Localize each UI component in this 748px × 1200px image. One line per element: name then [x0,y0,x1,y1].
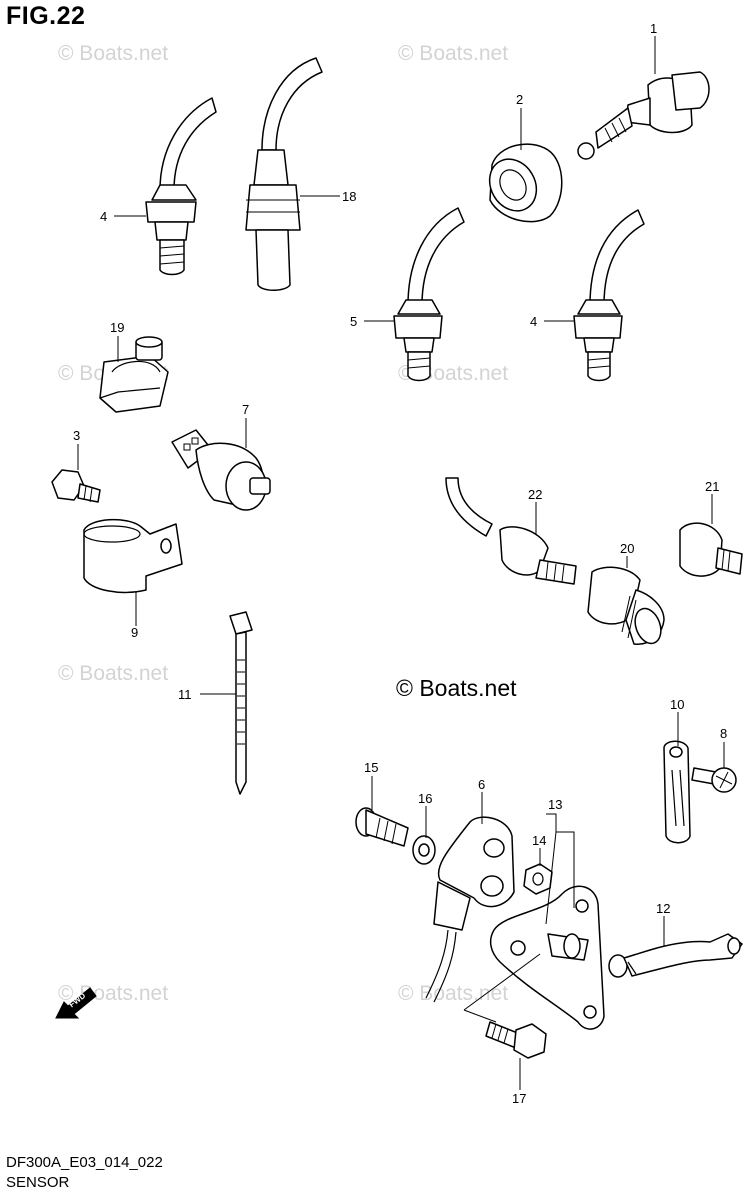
part-9-clamp [83,518,183,594]
part-19-clip [99,336,169,413]
part-10-stay [663,740,691,844]
watermark: © Boats.net [58,42,168,65]
part-5-temp-sensor [393,207,465,382]
callout-label: 1 [650,21,657,36]
part-4-temp-sensor [145,97,217,276]
callout-labels: 1 2 3 4 4 5 6 7 8 9 10 11 12 13 14 15 16… [73,21,727,1106]
part-15-bolt [355,807,409,847]
part-14-nut [523,863,553,895]
callout-label: 15 [364,760,378,775]
callout-label: 12 [656,901,670,916]
part-1-sensor [577,71,710,160]
part-22-sensor [445,477,577,585]
part-3-bolt [51,469,101,503]
part-18-sensor [245,57,323,291]
part-20-plug [587,566,665,645]
leader-lines [77,36,725,1090]
part-2-grommet [488,143,563,223]
callout-label: 9 [131,625,138,640]
callout-label: 21 [705,479,719,494]
callout-label: 4 [530,314,537,329]
callout-label: 4 [100,209,107,224]
part-17-bolt [485,1021,547,1059]
part-16-washer [412,835,436,865]
part-7-pressure-switch [171,429,271,511]
section-name: SENSOR [6,1174,70,1191]
part-4-temp-sensor [573,209,645,382]
figure-title: FIG.22 [6,2,86,30]
callout-label: 5 [350,314,357,329]
callout-label: 11 [178,687,192,702]
callout-label: 19 [110,320,124,335]
part-11-cable-tie [229,611,253,795]
callout-label: 13 [548,797,562,812]
watermark: © Boats.net [398,982,508,1005]
part-6-tps [425,816,515,1003]
part-21-plug [679,522,743,577]
callout-label: 16 [418,791,432,806]
callout-label: 22 [528,487,542,502]
callout-label: 8 [720,726,727,741]
callout-label: 3 [73,428,80,443]
callout-label: 20 [620,541,634,556]
watermark: © Boats.net [398,42,508,65]
part-8-screw [691,767,737,793]
callout-label: 6 [478,777,485,792]
callout-label: 2 [516,92,523,107]
watermark: © Boats.net [58,662,168,685]
part-13-link [489,885,605,1030]
part-12-rod [608,933,743,978]
callout-label: 14 [532,833,546,848]
callout-label: 7 [242,402,249,417]
callout-label: 18 [342,189,356,204]
callout-label: 10 [670,697,684,712]
callout-label: 17 [512,1091,526,1106]
model-code: DF300A_E03_014_022 [6,1154,163,1171]
copyright-notice: © Boats.net [396,675,517,701]
